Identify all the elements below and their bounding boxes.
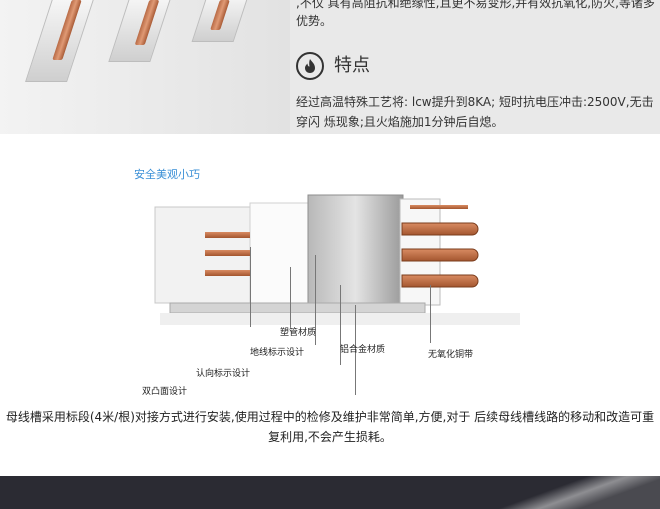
callout-line [315, 255, 316, 345]
feature-heading: 特点 [296, 52, 370, 80]
callout-line [355, 305, 356, 395]
label-plastic: 塑管材质 [280, 328, 317, 338]
footer-banner [0, 476, 660, 509]
label-direction: 认向标示设计 [196, 369, 251, 379]
feature-banner: ,不仅 具有高阻抗和绝缘性,且更不易变形,并有效抗氧化,防火,等诸多优势。 特点… [0, 0, 660, 134]
label-ground: 地线标示设计 [250, 348, 305, 358]
feature-title: 特点 [334, 55, 370, 76]
callout-line [430, 285, 431, 343]
feature-description: 经过高温特殊工艺将: lcw提升到8KA; 短时抗电压冲击:2500V,无击穿闪… [296, 95, 654, 129]
callout-line [290, 267, 291, 327]
diagram-hint: 安全美观小巧 [134, 168, 200, 181]
busbar-illustration [154, 194, 520, 325]
description-text: 母线槽采用标段(4米/根)对接方式进行安装,使用过程中的检修及维护非常简单,方便… [5, 410, 655, 444]
busbar-photo [0, 0, 290, 134]
label-copper: 无氧化铜带 [428, 350, 474, 360]
intro-text: ,不仅 具有高阻抗和绝缘性,且更不易变形,并有效抗氧化,防火,等诸多优势。 [296, 0, 655, 28]
callout-line [340, 285, 341, 365]
label-convex: 双凸面设计 [142, 387, 188, 397]
fire-icon [296, 52, 324, 80]
label-alloy: 铝合金材质 [340, 345, 386, 355]
callout-line [250, 247, 251, 327]
busbar-diagram: 塑管材质 地线标示设计 铝合金材质 无氧化铜带 认向标示设计 双凸面设计 [130, 185, 530, 397]
footer-decoration [480, 476, 660, 509]
